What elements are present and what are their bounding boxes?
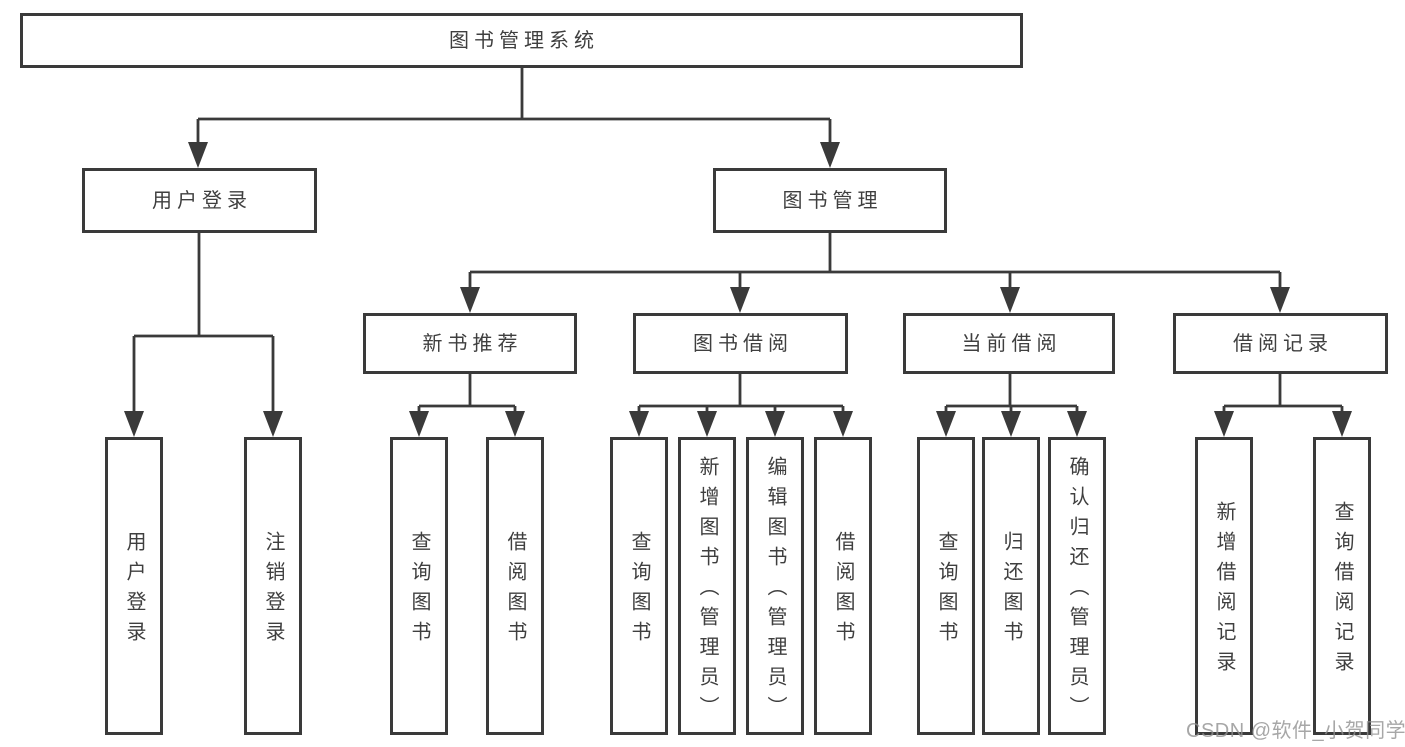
leaf-confirm-return-admin-label: 确认归还（管理员）	[1066, 456, 1088, 726]
node-book-management-label: 图书管理	[782, 189, 883, 212]
leaf-query-books-3-label: 查询图书	[935, 531, 957, 651]
node-borrow-records: 借阅记录	[1173, 313, 1388, 374]
leaf-confirm-return-admin: 确认归还（管理员）	[1048, 437, 1106, 735]
node-user-login-label: 用户登录	[152, 189, 252, 212]
leaf-add-borrow-record-label: 新增借阅记录	[1213, 501, 1235, 681]
leaf-query-books-3: 查询图书	[917, 437, 975, 735]
leaf-logout-login: 注销登录	[244, 437, 302, 735]
leaf-add-book-admin-label: 新增图书（管理员）	[696, 456, 718, 726]
leaf-edit-book-admin-label: 编辑图书（管理员）	[764, 456, 786, 726]
node-book-borrow: 图书借阅	[633, 313, 848, 374]
node-new-book-recommend-label: 新书推荐	[422, 332, 523, 355]
node-root-label: 图书管理系统	[449, 29, 599, 52]
leaf-user-login: 用户登录	[105, 437, 163, 735]
arrowheads	[124, 142, 1352, 437]
leaf-edit-book-admin: 编辑图书（管理员）	[746, 437, 804, 735]
leaf-query-books-1-label: 查询图书	[408, 531, 430, 651]
leaf-return-book-label: 归还图书	[1000, 531, 1022, 651]
leaf-query-books-2-label: 查询图书	[628, 531, 650, 651]
node-book-management: 图书管理	[713, 168, 947, 233]
leaf-borrow-books-2: 借阅图书	[814, 437, 872, 735]
node-borrow-records-label: 借阅记录	[1233, 332, 1333, 355]
leaf-logout-login-label: 注销登录	[262, 531, 284, 651]
node-root: 图书管理系统	[20, 13, 1023, 68]
leaf-query-books-1: 查询图书	[390, 437, 448, 735]
watermark: CSDN @软件_小贺同学	[1186, 720, 1405, 742]
leaf-query-books-2: 查询图书	[610, 437, 668, 735]
node-book-borrow-label: 图书借阅	[693, 332, 793, 355]
node-current-borrow: 当前借阅	[903, 313, 1115, 374]
node-user-login: 用户登录	[82, 168, 317, 233]
leaf-user-login-label: 用户登录	[123, 531, 145, 651]
leaf-borrow-books-1-label: 借阅图书	[504, 531, 526, 651]
leaf-query-borrow-record: 查询借阅记录	[1313, 437, 1371, 735]
leaf-query-borrow-record-label: 查询借阅记录	[1331, 501, 1353, 681]
leaf-borrow-books-1: 借阅图书	[486, 437, 544, 735]
leaf-add-borrow-record: 新增借阅记录	[1195, 437, 1253, 735]
leaf-add-book-admin: 新增图书（管理员）	[678, 437, 736, 735]
leaf-borrow-books-2-label: 借阅图书	[832, 531, 854, 651]
leaf-return-book: 归还图书	[982, 437, 1040, 735]
node-new-book-recommend: 新书推荐	[363, 313, 577, 374]
node-current-borrow-label: 当前借阅	[961, 332, 1062, 355]
